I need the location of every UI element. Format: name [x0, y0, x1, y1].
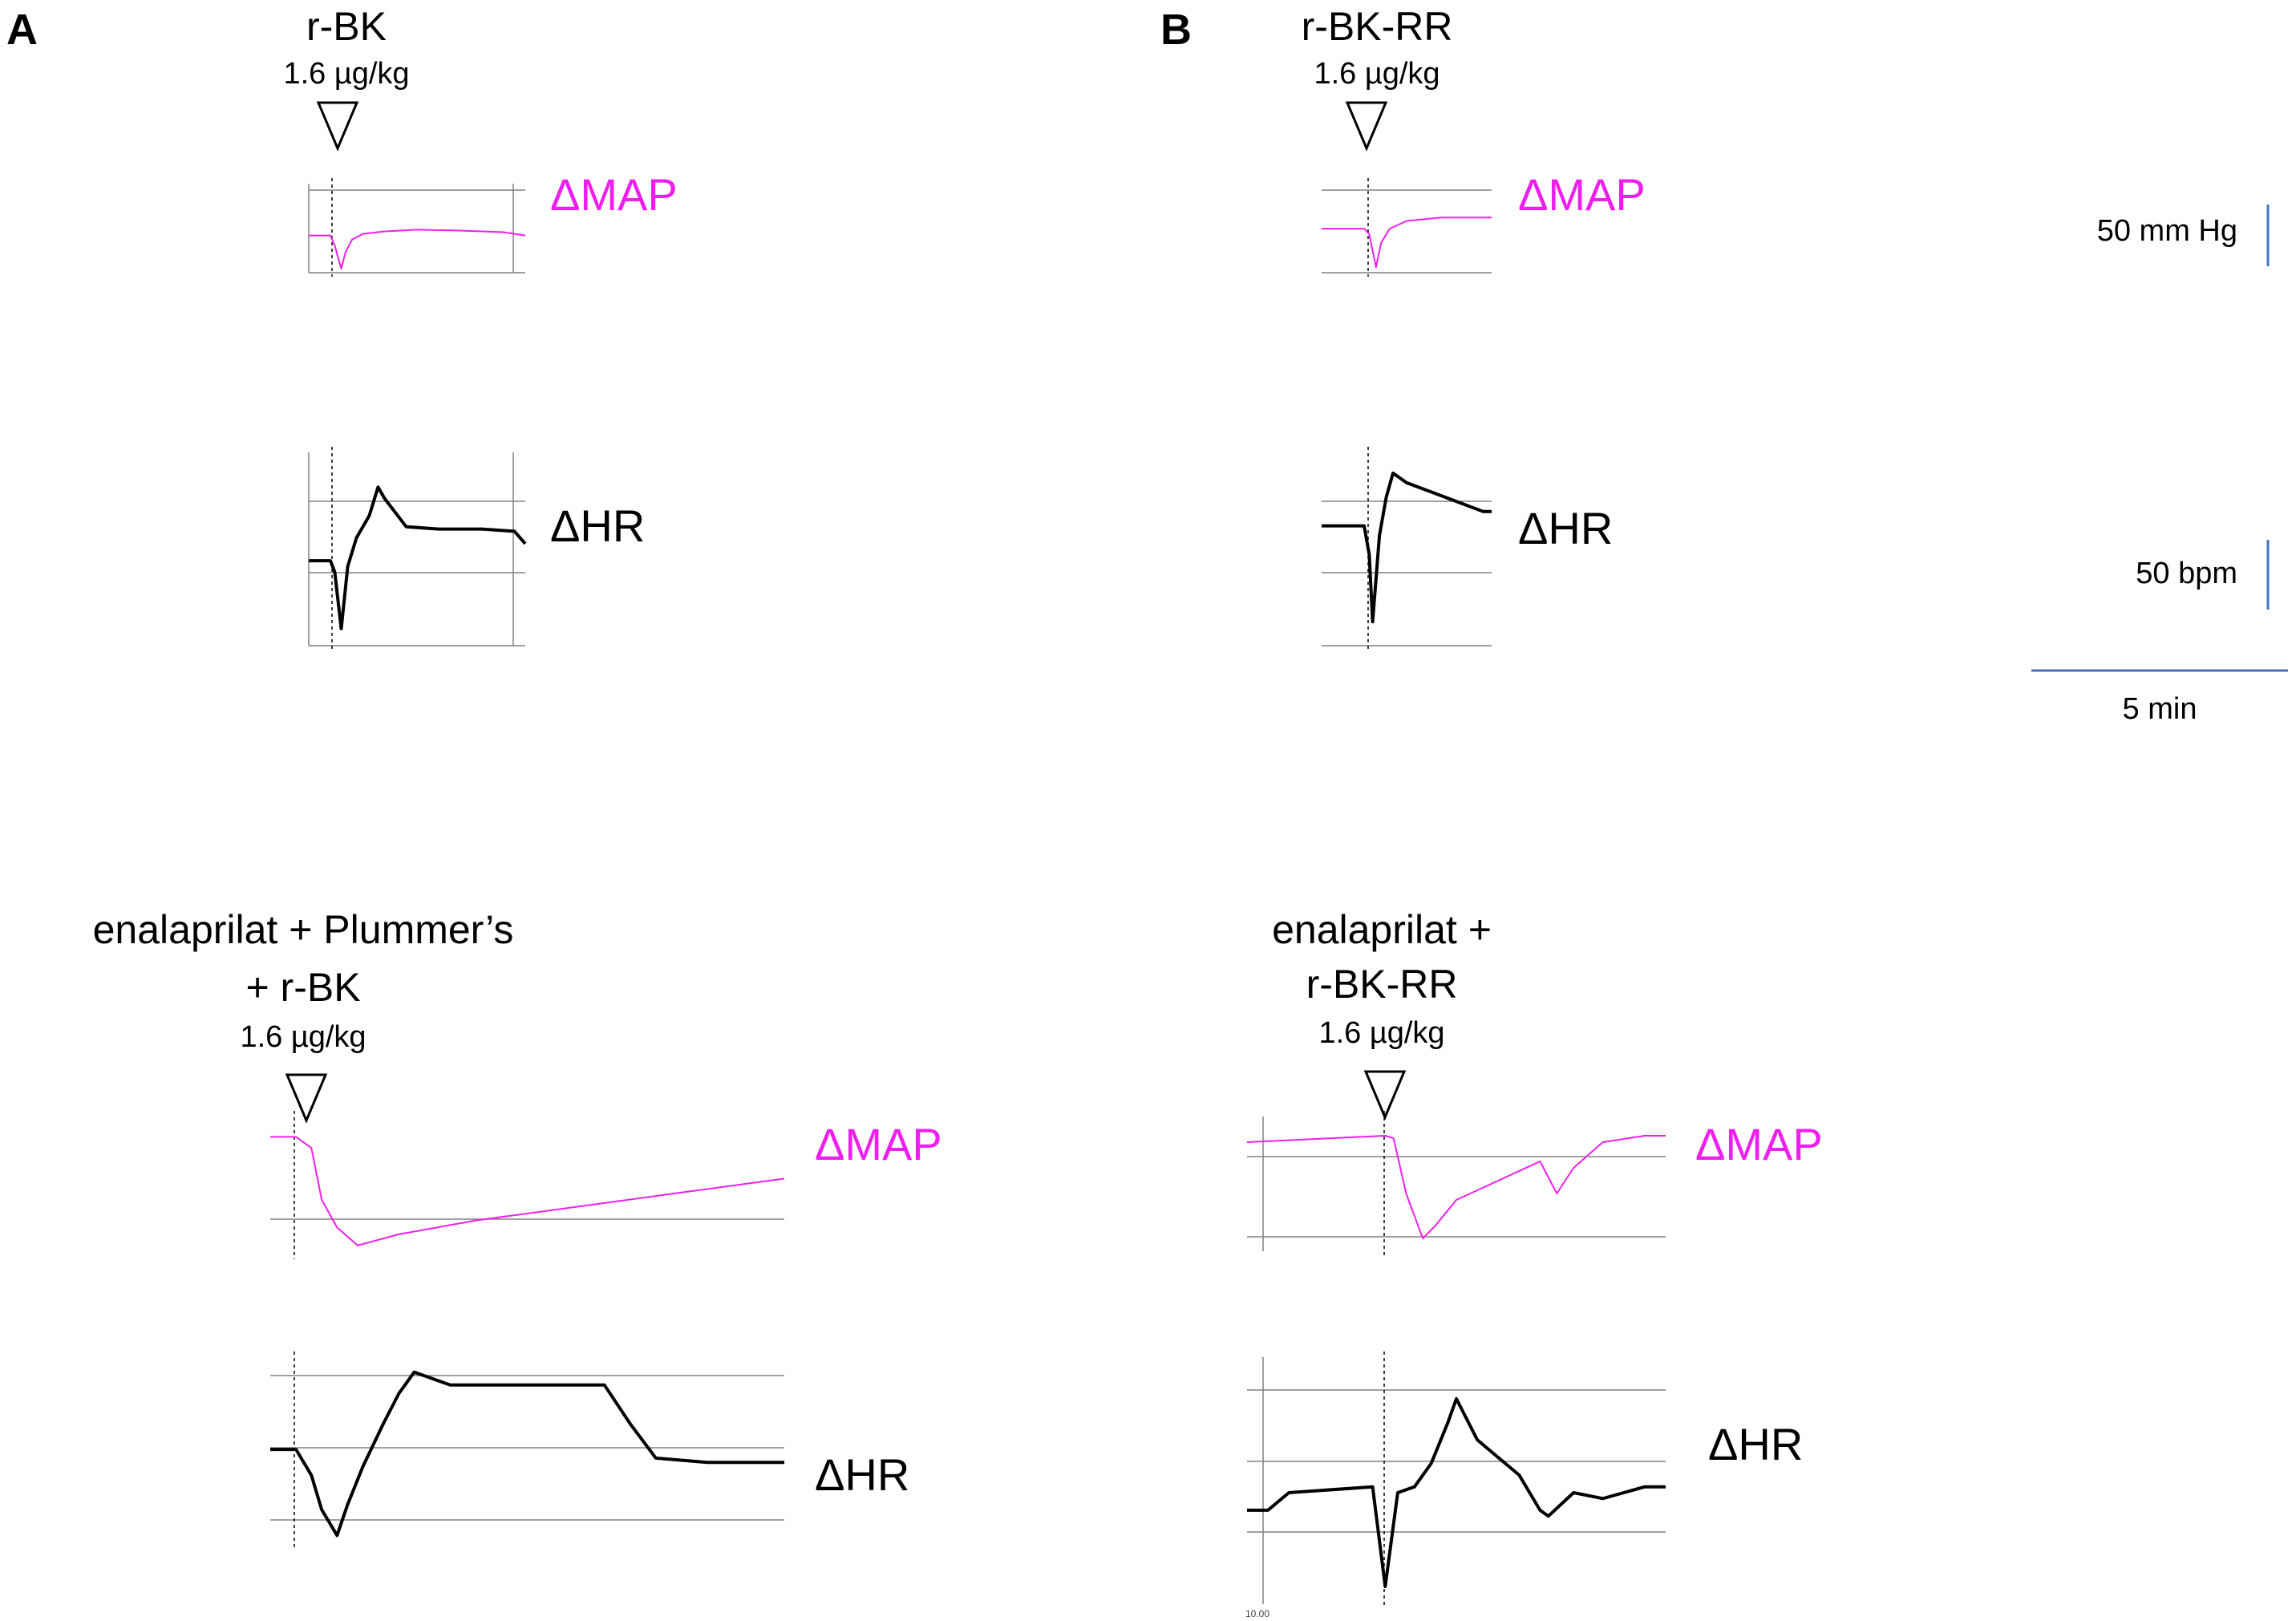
a-top-injection-marker	[316, 101, 359, 152]
b-top-dose: 1.6 µg/kg	[1314, 57, 1440, 91]
b-bottom-title-line1: enalaprilat +	[1272, 907, 1492, 952]
b-top-map-label: ΔMAP	[1518, 169, 1646, 220]
a-top-hr-label: ΔHR	[550, 500, 645, 551]
a-bottom-dose: 1.6 µg/kg	[240, 1020, 366, 1054]
a-bottom-title-line2: + r-BK	[245, 965, 360, 1010]
pressure-scale-label: 50 mm Hg	[2097, 214, 2237, 248]
b-bottom-axis-tick-label: 10.00	[1245, 1608, 1269, 1619]
a-top-hr-trace	[309, 485, 527, 630]
b-top-title: r-BK-RR	[1302, 4, 1453, 49]
plots-group	[270, 178, 1666, 1608]
b-bottom-title-line2: r-BK-RR	[1306, 962, 1458, 1007]
hr-scale-label: 50 bpm	[2136, 557, 2237, 590]
a-top-map-trace	[309, 229, 526, 269]
a-top-dose: 1.6 µg/kg	[283, 57, 409, 91]
panel-letter-b: B	[1160, 6, 1192, 54]
b-bottom-hr-label: ΔHR	[1708, 1419, 1803, 1469]
a-bottom-hr-label: ΔHR	[815, 1449, 909, 1500]
a-bottom-injection-marker	[285, 1073, 328, 1124]
panel-letter-a: A	[6, 6, 38, 54]
b-top-hr-trace	[1322, 471, 1492, 624]
a-bottom-hr-trace	[270, 1370, 784, 1538]
b-bottom-map-trace	[1246, 1135, 1666, 1239]
b-top-plot	[1322, 178, 1492, 650]
b-bottom-hr-trace	[1247, 1396, 1666, 1588]
a-top-map-label: ΔMAP	[550, 169, 678, 220]
b-bottom-injection-marker	[1363, 1070, 1407, 1121]
a-bottom-plot	[270, 1111, 785, 1548]
a-top-title: r-BK	[306, 4, 387, 49]
time-scale-label: 5 min	[2123, 692, 2197, 726]
a-bottom-title-line1: enalaprilat + Plummer’s	[93, 907, 514, 952]
a-bottom-map-trace	[270, 1136, 785, 1246]
a-bottom-map-label: ΔMAP	[815, 1119, 942, 1169]
b-bottom-plot	[1246, 1111, 1666, 1608]
b-bottom-map-label: ΔMAP	[1695, 1119, 1823, 1169]
a-top-plot	[308, 178, 527, 650]
b-top-injection-marker	[1345, 101, 1388, 152]
b-bottom-dose: 1.6 µg/kg	[1318, 1016, 1444, 1050]
b-top-hr-label: ΔHR	[1518, 503, 1613, 553]
b-top-map-trace	[1322, 217, 1492, 269]
